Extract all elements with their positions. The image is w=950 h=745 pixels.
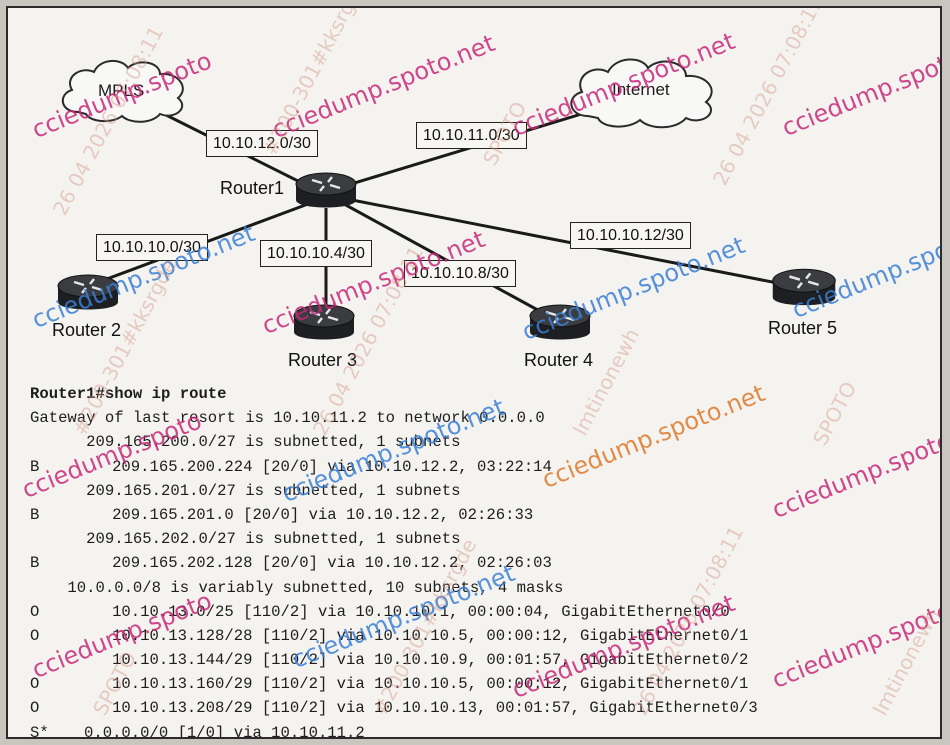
route-text: 209.165.200.0/27 is subnetted, 1 subnets [30,433,461,452]
route-code: O [30,626,40,645]
cli-command: Router1#show ip route [30,385,227,403]
route-line: S* 0.0.0.0/0 [1/0] via 10.10.11.2 [30,721,930,739]
route-text: 10.0.0.0/8 is variably subnetted, 10 sub… [30,578,564,597]
route-line: B 209.165.202.128 [20/0] via 10.10.12.2,… [30,551,930,575]
route-text: 0.0.0.0/0 [1/0] via 10.10.11.2 [84,723,365,739]
route-text: 209.165.202.128 [20/0] via 10.10.12.2, 0… [84,554,552,573]
subnet-label-internet: 10.10.11.0/30 [416,122,527,149]
route-line: B 209.165.201.0 [20/0] via 10.10.12.2, 0… [30,503,930,527]
route-code: O [30,675,40,694]
router3-icon [293,304,355,340]
route-line: 10.10.13.144/29 [110/2] via 10.10.10.9, … [30,648,930,672]
route-line: 209.165.201.0/27 is subnetted, 1 subnets [30,479,930,503]
exhibit-frame: MPLS Internet 10.10.12.0/30 10.10.11.0/3… [6,6,942,739]
routing-table-output: Router1#show ip route Gateway of last re… [30,382,930,739]
link-router1-internet [337,110,589,190]
route-line: 209.165.200.0/27 is subnetted, 1 subnets [30,430,930,454]
router2-label: Router 2 [52,320,122,340]
subnet-label-router4: 10.10.10.8/30 [404,260,516,287]
mpls-cloud-label: MPLS [98,81,145,100]
route-line: 10.0.0.0/8 is variably subnetted, 10 sub… [30,576,930,600]
router5-icon [772,268,836,306]
subnet-label-router3: 10.10.10.4/30 [260,240,372,267]
route-line: Gateway of last resort is 10.10.11.2 to … [30,406,930,430]
subnet-label-router5: 10.10.10.12/30 [570,222,691,249]
route-code: O [30,699,40,718]
route-line: O 10.10.13.208/29 [110/2] via 10.10.10.1… [30,696,930,720]
route-text: 10.10.13.128/28 [110/2] via 10.10.10.5, … [84,626,749,645]
router1-icon [295,172,357,208]
route-code: B [30,505,40,524]
mpls-cloud-icon [62,60,184,123]
route-text: 209.165.201.0 [20/0] via 10.10.12.2, 02:… [84,505,534,524]
route-line: B 209.165.200.224 [20/0] via 10.10.12.2,… [30,455,930,479]
route-code: S* [30,723,49,739]
route-text: 209.165.202.0/27 is subnetted, 1 subnets [30,530,461,549]
subnet-label-mpls: 10.10.12.0/30 [206,130,318,157]
router5-label: Router 5 [768,318,838,338]
route-code: O [30,602,40,621]
route-line: 209.165.202.0/27 is subnetted, 1 subnets [30,527,930,551]
router4-label: Router 4 [524,350,594,370]
route-text: 10.10.13.144/29 [110/2] via 10.10.10.9, … [84,651,749,670]
router4-icon [529,304,591,340]
route-text: 209.165.200.224 [20/0] via 10.10.12.2, 0… [84,457,552,476]
route-code: B [30,457,40,476]
route-code: B [30,554,40,573]
route-text: Gateway of last resort is 10.10.11.2 to … [30,409,545,428]
route-text: 209.165.201.0/27 is subnetted, 1 subnets [30,481,461,500]
subnet-label-router2: 10.10.10.0/30 [96,234,208,261]
internet-cloud-label: Internet [612,80,670,99]
internet-cloud-icon [570,58,713,129]
route-text: 10.10.13.0/25 [110/2] via 10.10.10.1, 00… [84,602,730,621]
router1-label: Router1 [220,178,285,198]
route-line: O 10.10.13.128/28 [110/2] via 10.10.10.5… [30,624,930,648]
route-text: 10.10.13.160/29 [110/2] via 10.10.10.5, … [84,675,749,694]
route-line: O 10.10.13.160/29 [110/2] via 10.10.10.5… [30,672,930,696]
router2-icon [57,274,119,310]
cli-lines: Gateway of last resort is 10.10.11.2 to … [30,406,930,739]
route-line: O 10.10.13.0/25 [110/2] via 10.10.10.1, … [30,600,930,624]
router3-label: Router 3 [288,350,358,370]
route-text: 10.10.13.208/29 [110/2] via 10.10.10.13,… [84,699,758,718]
